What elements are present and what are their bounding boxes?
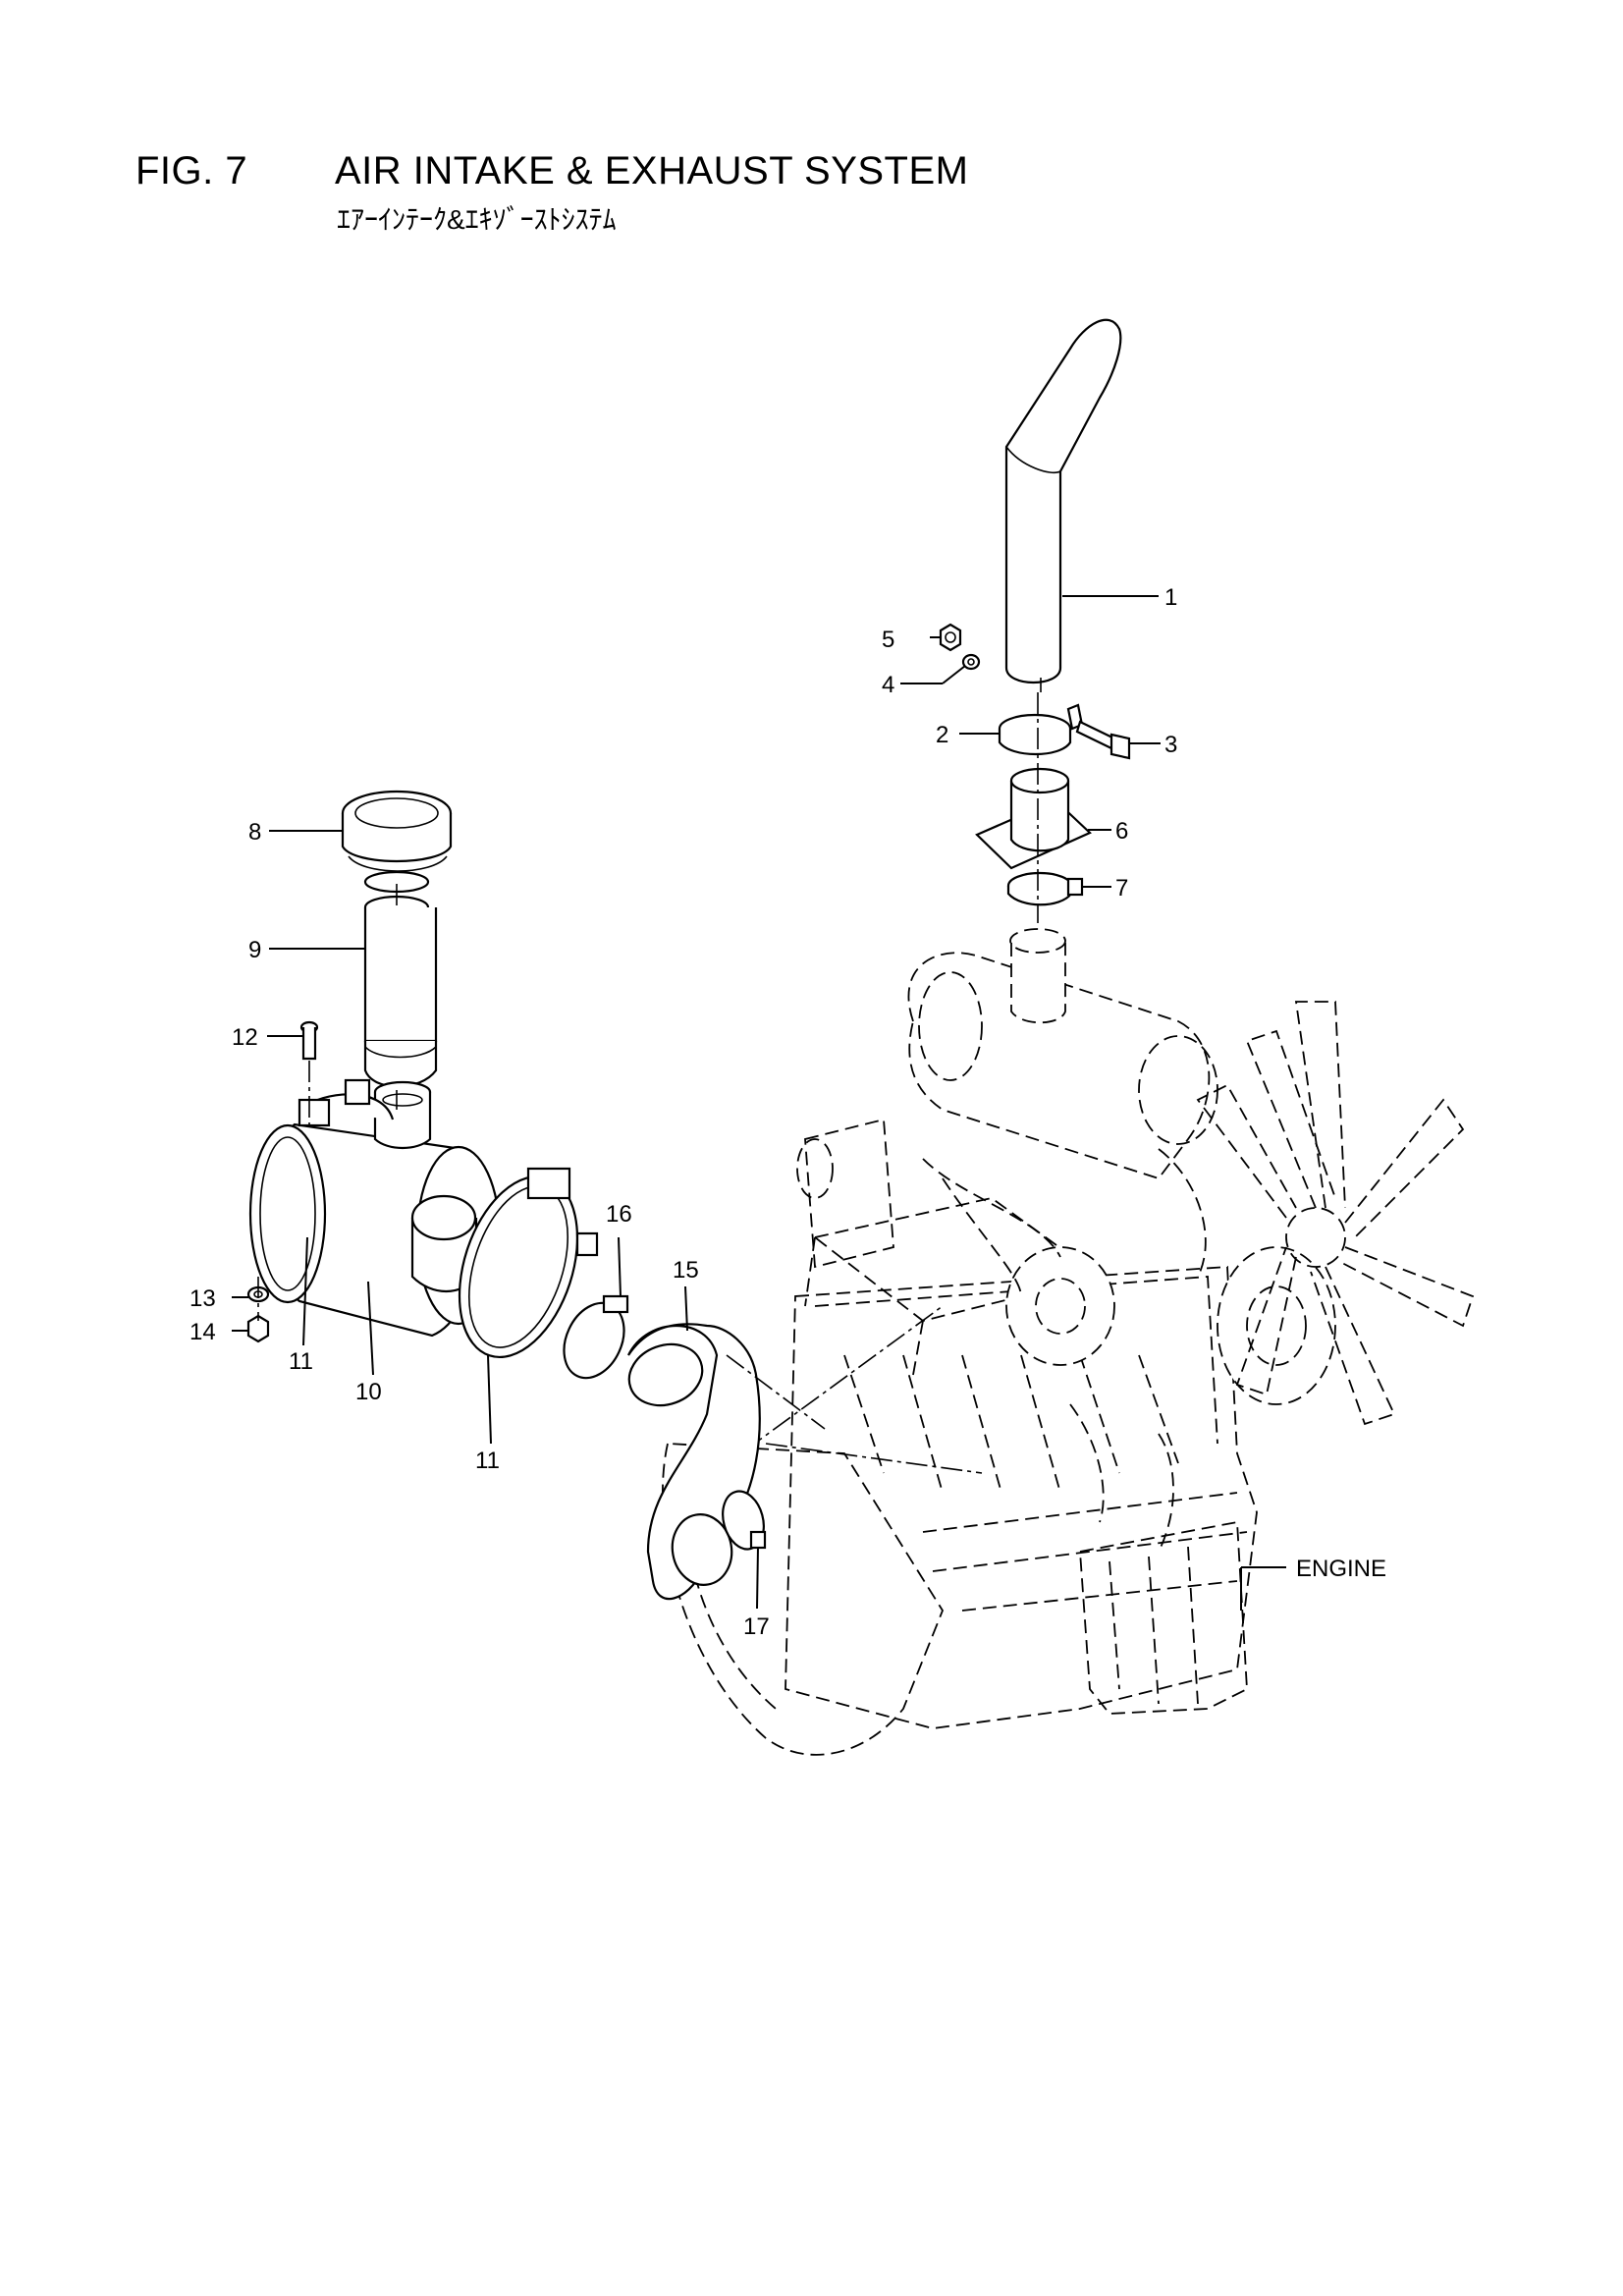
callout-1: 1 [1164,584,1177,611]
callout-11-right: 11 [475,1448,500,1474]
part-9-inlet-pipe [363,895,438,1088]
part-11-mounting-band [458,1167,599,1359]
part-16-hose-clamp [563,1294,629,1380]
callout-12: 12 [232,1024,258,1051]
callout-9: 9 [248,937,261,963]
callout-6: 6 [1115,818,1128,845]
part-3-bolt [1075,720,1131,760]
callout-4: 4 [882,672,894,698]
callout-7: 7 [1115,875,1128,902]
part-1-exhaust-pipe [1004,318,1122,692]
callout-3: 3 [1164,732,1177,758]
part-6-flange-pipe [975,767,1092,870]
callout-16: 16 [606,1201,632,1228]
leader-lines [232,595,1286,1611]
figure-title: AIR INTAKE & EXHAUST SYSTEM [335,149,969,192]
engine-phantom [662,928,1475,1756]
fan-phantom [1196,1001,1475,1426]
part-12-bolt [299,1020,319,1061]
part-8-cap [341,790,453,894]
part-4-washer [961,653,981,671]
part-7-hose-clamp [1006,871,1084,906]
part-17-hose-clamp [722,1490,767,1551]
callout-17: 17 [743,1613,770,1640]
part-2-clamp [998,703,1084,756]
callout-10: 10 [355,1379,382,1405]
callout-11-left: 11 [289,1348,313,1375]
callout-15: 15 [673,1257,699,1284]
callout-5: 5 [882,627,894,653]
callout-2: 2 [936,722,948,748]
callout-engine: ENGINE [1296,1556,1386,1582]
part-5-nut [939,623,962,652]
callout-14: 14 [189,1319,216,1345]
figure-subtitle: ｴｱｰｲﾝﾃｰｸ&ｴｷｿﾞｰｽﾄｼｽﾃﾑ [337,204,617,235]
callout-8: 8 [248,819,261,846]
callout-13: 13 [189,1285,216,1312]
figure-number: FIG. 7 [135,149,248,192]
